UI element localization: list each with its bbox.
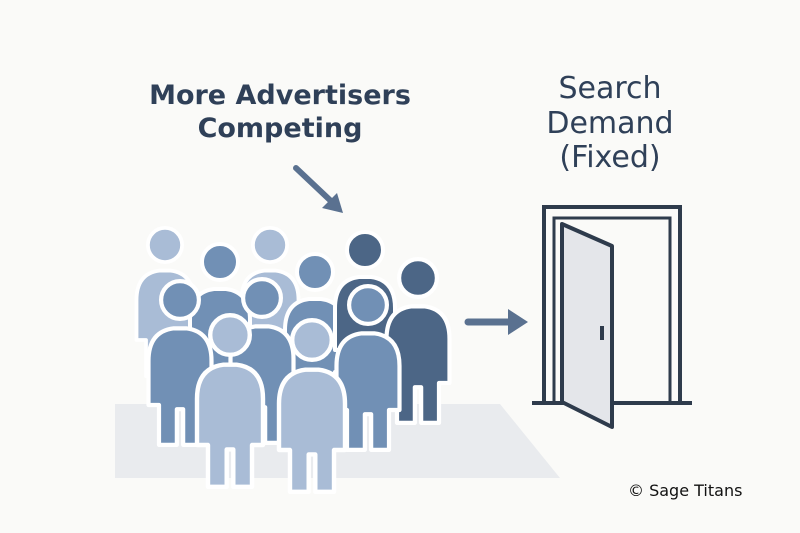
copyright-notice: © Sage Titans <box>628 481 743 500</box>
person-icon <box>334 284 402 452</box>
advertisers-label: More Advertisers Competing <box>120 80 440 146</box>
right-arrow-icon <box>464 309 528 335</box>
open-door-icon <box>532 205 692 429</box>
person-icon <box>384 257 452 425</box>
search-demand-line1: Search <box>558 71 662 106</box>
person-icon <box>276 317 348 495</box>
advertisers-label-line2: Competing <box>197 112 363 144</box>
people-crowd-icon <box>134 225 452 495</box>
person-icon <box>194 312 266 490</box>
search-demand-label: Search Demand (Fixed) <box>520 71 700 176</box>
down-right-arrow-icon <box>293 165 343 213</box>
advertisers-label-line1: More Advertisers <box>149 80 411 111</box>
search-demand-line2: Demand <box>546 105 674 141</box>
search-demand-line3: (Fixed) <box>559 140 661 175</box>
